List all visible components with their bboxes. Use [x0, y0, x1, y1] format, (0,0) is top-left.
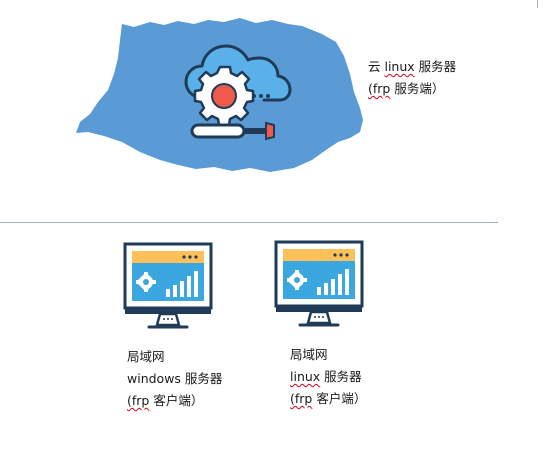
- screwdriver-icon: [190, 121, 275, 141]
- cloud-server-illustration: [76, 18, 363, 172]
- windows-client-label: 局域网 windows 服务器 (frp 客户端）: [127, 346, 222, 412]
- corner-mark: [537, 0, 538, 8]
- cloud-server-frp: (frp: [368, 81, 391, 96]
- cloud-gear-icon: [184, 44, 292, 127]
- cloud-server-os: linux: [384, 59, 415, 74]
- linux-client-role: 服务器: [320, 369, 362, 384]
- cloud-server-label: 云 linux 服务器 (frp 服务端）: [368, 56, 456, 100]
- linux-client-network: 局域网: [290, 347, 328, 362]
- windows-client-monitor-icon: [123, 242, 213, 329]
- windows-client-frp: (frp: [127, 393, 150, 408]
- linux-client-os: linux: [290, 369, 321, 384]
- gear-icon: [193, 65, 255, 127]
- section-divider: [0, 222, 498, 223]
- linux-client-frp: (frp: [290, 391, 313, 406]
- cloud-server-frp-role: 服务端）: [390, 81, 445, 96]
- cloud-server-role: 服务器: [414, 59, 457, 74]
- windows-client-network: 局域网: [127, 349, 165, 364]
- linux-client-label: 局域网 linux 服务器 (frp 客户端）: [290, 344, 366, 410]
- windows-client-role: 服务器: [180, 371, 223, 386]
- linux-client-frp-role: 客户端）: [312, 391, 367, 406]
- cloud-server-label-prefix: 云: [368, 59, 385, 74]
- windows-client-frp-role: 客户端）: [149, 393, 204, 408]
- windows-client-os: windows: [127, 371, 181, 386]
- linux-client-monitor-icon: [274, 240, 364, 327]
